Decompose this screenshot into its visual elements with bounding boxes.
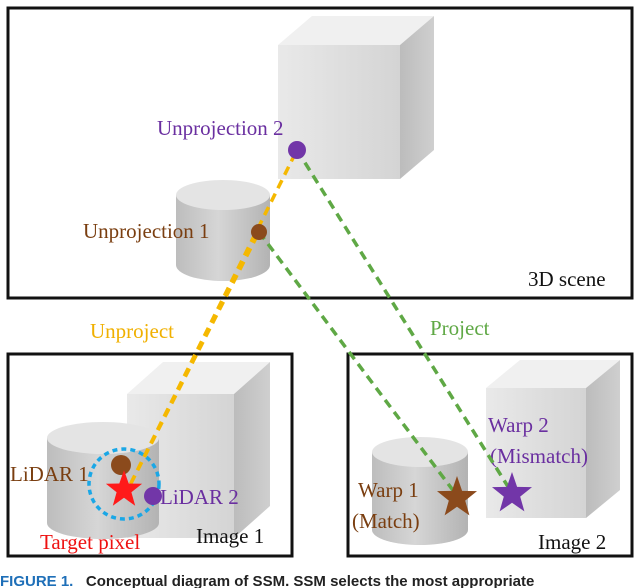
project-label: Project: [430, 316, 490, 340]
unproject-label: Unproject: [90, 319, 174, 343]
target-pixel-star: [105, 470, 143, 506]
image-1-panel: LiDAR 1 LiDAR 2 Target pixel Image 1: [6, 352, 294, 558]
target-search-circle: [87, 447, 161, 521]
image-2-panel: Warp 2 (Mismatch) Warp 1 (Match) Image 2: [346, 352, 634, 558]
warp-2-star: [492, 472, 532, 512]
lidar-2-point: [144, 487, 162, 505]
match-label: (Match): [352, 509, 420, 533]
unprojection-2-label: Unprojection 2: [157, 116, 284, 140]
figure-number: FIGURE 1.: [0, 573, 74, 588]
lidar-1-point: [111, 455, 131, 475]
mismatch-label: (Mismatch): [490, 444, 588, 468]
image-2-cube: [486, 360, 620, 518]
lidar-1-label: LiDAR 1: [10, 462, 89, 486]
unprojection-1-point: [251, 224, 267, 240]
warp-1-label: Warp 1: [358, 478, 419, 502]
unprojection-1-label: Unprojection 1: [83, 219, 210, 243]
image-2-cylinder: [372, 437, 468, 545]
lidar-2-label: LiDAR 2: [160, 485, 239, 509]
image-1-label: Image 1: [196, 524, 264, 548]
warp-1-star: [437, 476, 477, 516]
image-1-cube: [127, 362, 270, 538]
figure-caption-text: Conceptual diagram of SSM. SSM selects t…: [85, 573, 535, 588]
scene-label: 3D scene: [528, 267, 606, 291]
target-pixel-label: Target pixel: [40, 530, 140, 554]
project-lines: [257, 149, 514, 499]
image-2-label: Image 2: [538, 530, 606, 554]
image-1-cylinder: [47, 422, 159, 539]
unproject-lines: [122, 149, 299, 498]
scene-panel: Unprojection 2 Unprojection 1 3D scene: [6, 6, 634, 300]
project-line-1: [257, 230, 460, 499]
figure-caption: FIGURE 1. Conceptual diagram of SSM. SSM…: [0, 569, 640, 588]
unprojection-2-point: [288, 141, 306, 159]
unproject-line-2: [122, 149, 299, 498]
warp-2-label: Warp 2: [488, 413, 549, 437]
project-line-2: [295, 149, 514, 494]
